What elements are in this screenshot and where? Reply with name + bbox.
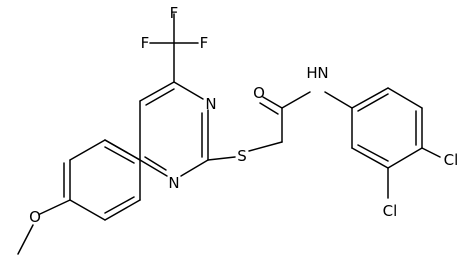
bond-n-aryl — [324, 91, 353, 109]
methoxyphenyl-ring: O — [17, 139, 141, 255]
bond-s-ch2 — [248, 141, 283, 152]
dichlorophenyl-ring: Cl Cl — [351, 87, 459, 220]
bond-ar4-cl — [421, 147, 441, 158]
atom-h-amide: H — [306, 64, 317, 82]
thioacetamide-linker: S O H N — [207, 64, 353, 165]
atom-f-top: F — [170, 4, 179, 22]
bond-ar2-ar3 — [387, 87, 423, 109]
bond-ar1-ar2-double — [357, 93, 389, 112]
atom-cl-para: Cl — [444, 151, 459, 169]
bond-mp6-mp1 — [104, 139, 141, 161]
bond-ar1-ar2 — [351, 87, 389, 109]
bond-c4-n3 — [173, 81, 204, 100]
atom-o-carbonyl: O — [253, 84, 265, 102]
bond-ar4-ar5 — [387, 147, 423, 169]
bond-carbonyl-o — [262, 96, 283, 109]
atom-f-right: F — [200, 34, 209, 52]
bond-mp4-mp5 — [104, 199, 141, 221]
bond-mp3-mp4 — [69, 199, 106, 221]
atom-cl-meta: Cl — [383, 202, 398, 220]
atom-n3: N — [205, 95, 216, 113]
bond-ar5-ar6 — [351, 147, 389, 169]
bond-c5-c4 — [139, 81, 175, 102]
bond-carbonyl-n — [281, 91, 311, 109]
atom-n1: N — [168, 174, 179, 192]
bond-mp6-mp1-double — [104, 146, 135, 164]
atom-o-methoxy: O — [29, 208, 41, 226]
bond-n1-c6 — [139, 159, 168, 177]
bond-mp4-mp5-double — [104, 196, 135, 214]
bond-carbonyl-o-double — [259, 102, 279, 115]
bond-mp1-mp2 — [69, 139, 106, 161]
atom-n-amide: N — [317, 64, 328, 82]
atom-f-left: F — [141, 34, 150, 52]
trifluoromethyl-group: F F F — [141, 4, 209, 83]
bond-c5-c4-double — [145, 88, 175, 106]
bond-n1-c6-double — [144, 156, 167, 171]
bond-c2-n1 — [180, 159, 209, 177]
bond-mp3-o — [39, 199, 71, 215]
bond-c2-s — [207, 156, 236, 161]
bond-ar5-ar6-double — [357, 144, 389, 162]
atom-s: S — [237, 147, 247, 165]
bond-o-ch3 — [17, 224, 34, 255]
pyrimidine-ring: N N — [139, 81, 217, 192]
